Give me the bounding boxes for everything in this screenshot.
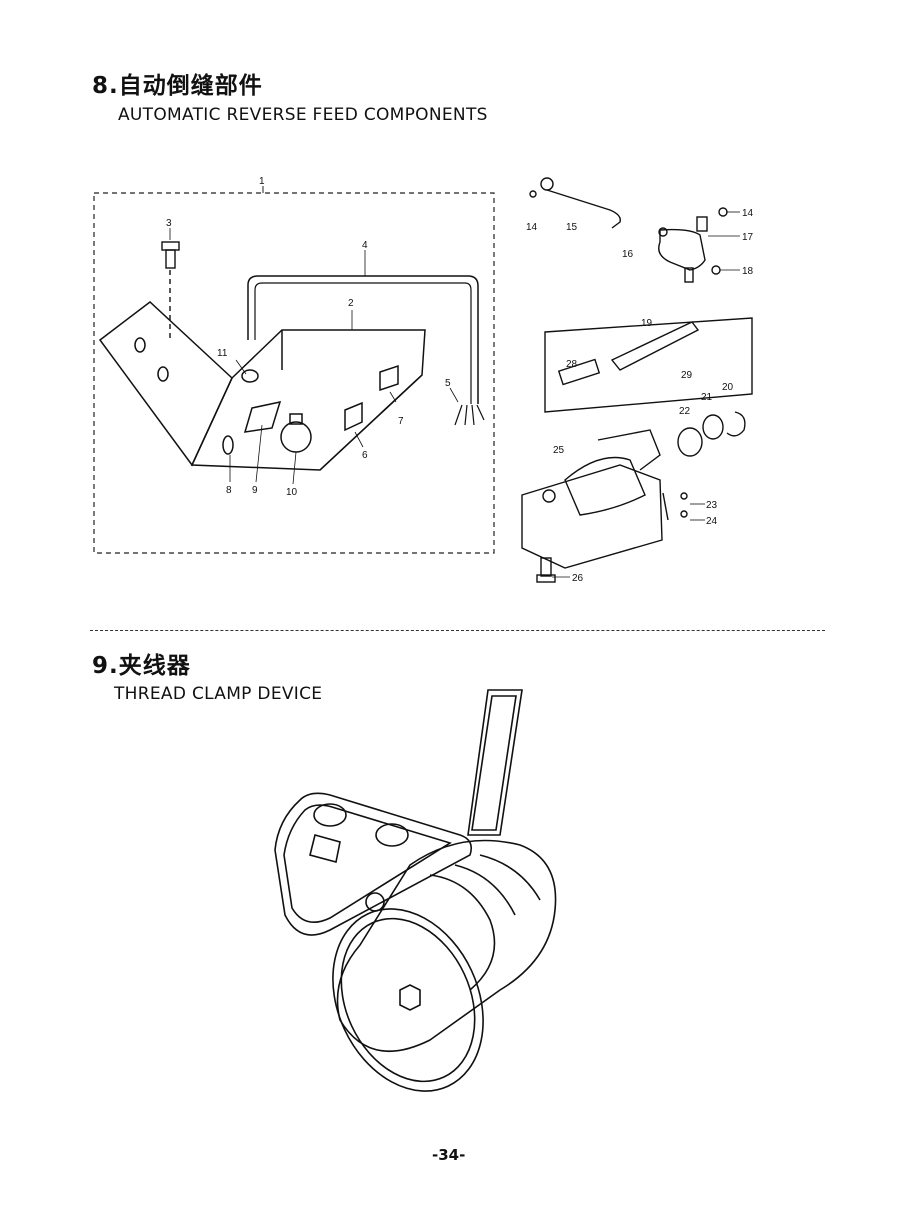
callout-18: 18 xyxy=(742,266,754,277)
callout-15: 15 xyxy=(566,222,578,233)
page-number: -34- xyxy=(432,1146,466,1164)
callout-21: 21 xyxy=(701,392,713,403)
mounting-bracket xyxy=(98,301,233,467)
assembly-1-box xyxy=(93,192,495,554)
callout-17: 17 xyxy=(742,232,754,243)
callout-25: 25 xyxy=(553,445,565,456)
callout-8: 8 xyxy=(226,485,232,496)
callout-3: 3 xyxy=(166,218,172,229)
callout-10: 10 xyxy=(286,487,298,498)
wire-connector xyxy=(454,404,485,426)
reverse-feed-diagram: 1 2 3 4 5 6 7 8 9 10 11 xyxy=(93,176,754,584)
callout-11: 11 xyxy=(217,348,228,359)
callout-28: 28 xyxy=(566,359,578,370)
reverse-lever-parts xyxy=(529,177,728,283)
section-9-subtitle: THREAD CLAMP DEVICE xyxy=(114,684,323,704)
section-9-title: 9.夹线器 xyxy=(92,653,191,679)
callout-6: 6 xyxy=(362,450,368,461)
callout-14a: 14 xyxy=(526,222,538,233)
solenoid-assembly xyxy=(521,317,753,583)
section-8-title: 8.自动倒缝部件 xyxy=(92,73,263,99)
callout-14b: 14 xyxy=(742,208,754,219)
callout-2: 2 xyxy=(348,298,354,309)
callout-22: 22 xyxy=(679,406,691,417)
callout-7: 7 xyxy=(398,416,404,427)
screw-3 xyxy=(161,241,180,340)
callout-1: 1 xyxy=(259,176,265,187)
callout-4: 4 xyxy=(362,240,368,251)
callout-29: 29 xyxy=(681,370,693,381)
section-divider xyxy=(90,630,825,631)
wire-loop xyxy=(247,275,479,404)
section-8-subtitle: AUTOMATIC REVERSE FEED COMPONENTS xyxy=(118,105,488,125)
callout-9: 9 xyxy=(252,485,258,496)
callout-5: 5 xyxy=(445,378,451,389)
callout-26: 26 xyxy=(572,573,584,584)
callout-19: 19 xyxy=(641,318,653,329)
callout-23: 23 xyxy=(706,500,718,511)
thread-clamp-illustration xyxy=(274,689,557,1092)
callout-24: 24 xyxy=(706,516,718,527)
callout-16: 16 xyxy=(622,249,634,260)
callout-20: 20 xyxy=(722,382,734,393)
